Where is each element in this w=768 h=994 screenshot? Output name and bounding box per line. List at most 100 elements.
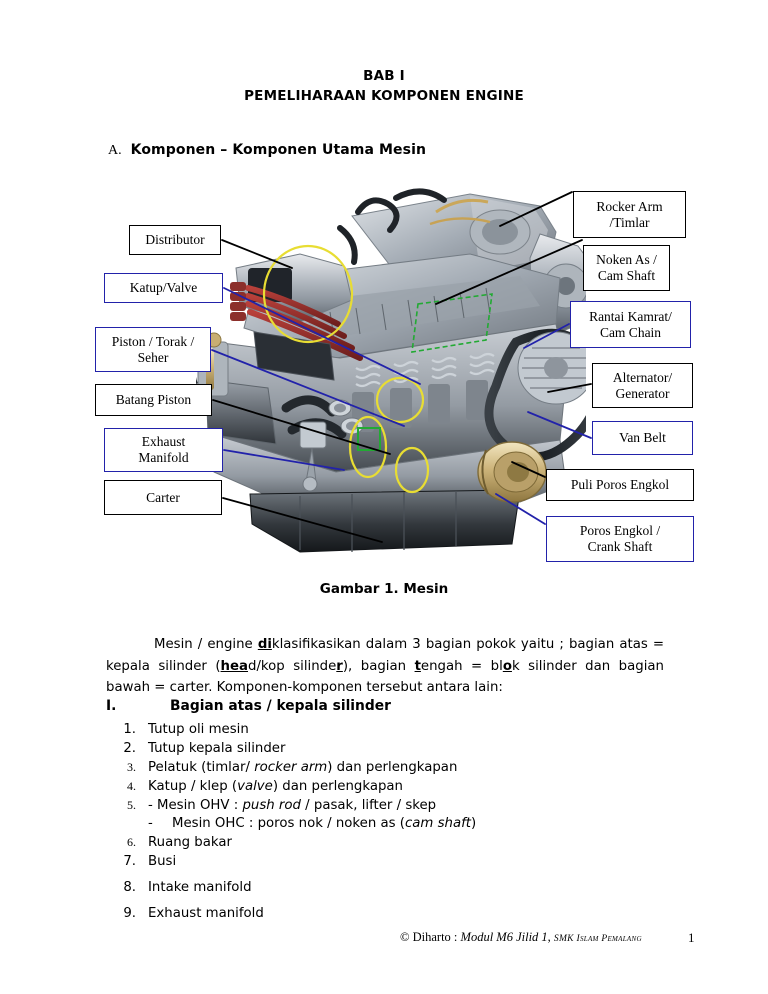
figure-engine-diagram: Distributor Katup/Valve Piston / Torak /… <box>0 172 768 572</box>
par-seg-2: klasifikasikan dalam 3 bagian pokok yait… <box>106 637 664 674</box>
list-item: 5. - Mesin OHV : push rod / pasak, lifte… <box>106 798 666 813</box>
list-item: 6. Ruang bakar <box>106 835 666 850</box>
title-line-2: PEMELIHARAAN KOMPONEN ENGINE <box>244 88 524 104</box>
list-item-label: Intake manifold <box>148 880 252 895</box>
callout-van-belt[interactable]: Van Belt <box>592 421 693 455</box>
footer-school: SMK Islam Pemalang <box>553 934 642 944</box>
list-sub-item-dash: - <box>148 816 153 831</box>
subsection-title: Bagian atas / kepala silinder <box>170 698 391 714</box>
par-seg-3: d/kop silinde <box>248 658 337 674</box>
list-item-text-pre: Pelatuk (timlar/ <box>148 760 255 775</box>
section-title: Komponen – Komponen Utama Mesin <box>130 142 427 158</box>
list-item-number: 2. <box>123 741 136 756</box>
subsection-number: I. <box>106 698 117 714</box>
callout-exhaust-manifold[interactable]: Exhaust Manifold <box>104 428 223 472</box>
leader-alternator <box>547 383 592 393</box>
callout-piston-torak-seher[interactable]: Piston / Torak / Seher <box>95 327 211 372</box>
leader-poros-engkol <box>495 493 546 525</box>
list-item-label: Busi <box>148 854 177 869</box>
list-item: 2. Tutup kepala silinder <box>106 741 666 756</box>
list-sub-item-text-post: ) <box>471 816 477 831</box>
list-sub-item-label: Mesin OHC : poros nok / noken as (cam sh… <box>172 816 476 831</box>
list-item-number: 5. <box>127 798 136 812</box>
list-item-label: Exhaust manifold <box>148 906 264 921</box>
list-sub-item-text-pre: Mesin OHC : poros nok / noken as ( <box>172 816 405 831</box>
callout-katup-valve[interactable]: Katup/Valve <box>104 273 223 303</box>
leader-batang-piston <box>212 399 391 455</box>
par-highlight-5: o <box>502 658 512 674</box>
list-item-number: 3. <box>127 760 136 774</box>
list-item-number: 8. <box>123 880 136 895</box>
footer-module-title: Modul M6 Jilid 1 <box>460 930 548 944</box>
footer-comma: , <box>547 930 554 944</box>
callout-rocker-arm[interactable]: Rocker Arm /Timlar <box>573 191 686 238</box>
callout-rantai-kamrat[interactable]: Rantai Kamrat/ Cam Chain <box>570 301 691 348</box>
list-item-text-emphasis: valve <box>237 779 273 794</box>
list-item-label: Tutup kepala silinder <box>148 741 286 756</box>
footer-copyright: © Diharto : <box>400 930 461 944</box>
list-item-text-post: ) dan perlengkapan <box>327 760 458 775</box>
list-item-number: 1. <box>123 722 136 737</box>
section-heading: A. Komponen – Komponen Utama Mesin <box>108 142 426 159</box>
callout-carter[interactable]: Carter <box>104 480 222 515</box>
leader-piston <box>211 349 405 427</box>
callout-alternator[interactable]: Alternator/ Generator <box>592 363 693 408</box>
leader-rocker-arm <box>499 191 573 227</box>
list-item-text-emphasis: rocker arm <box>254 760 328 775</box>
par-highlight-3: r <box>336 658 343 674</box>
list-item-number: 7. <box>123 854 136 869</box>
list-item-label: Katup / klep (valve) dan perlengkapan <box>136 779 403 794</box>
list-item-text-post: ) dan perlengkapan <box>272 779 403 794</box>
par-seg-1: Mesin / engine <box>154 637 258 652</box>
footer-credit: © Diharto : Modul M6 Jilid 1, SMK Islam … <box>400 930 642 945</box>
subsection-heading: I. Bagian atas / kepala silinder <box>106 698 666 714</box>
callout-noken-as[interactable]: Noken As / Cam Shaft <box>583 245 670 291</box>
list-item: 7. Busi <box>106 854 666 869</box>
leader-distributor <box>221 239 293 269</box>
leader-exhaust <box>223 449 345 471</box>
list-item-number: 9. <box>123 906 136 921</box>
figure-caption: Gambar 1. Mesin <box>319 581 449 597</box>
par-highlight-2: hea <box>220 658 249 674</box>
list-item-text-pre: Katup / klep ( <box>148 779 238 794</box>
list-item-number: 4. <box>127 779 136 793</box>
component-list: 1. Tutup oli mesin 2. Tutup kepala silin… <box>106 718 666 921</box>
list-sub-item: - Mesin OHC : poros nok / noken as (cam … <box>106 816 666 831</box>
list-item: 8. Intake manifold <box>106 880 666 895</box>
list-sub-item-text-emphasis: cam shaft <box>404 816 472 831</box>
callout-batang-piston[interactable]: Batang Piston <box>95 384 212 416</box>
page-title: BAB I PEMELIHARAAN KOMPONEN ENGINE <box>0 66 768 106</box>
list-item: 3. Pelatuk (timlar/ rocker arm) dan perl… <box>106 760 666 775</box>
leader-carter <box>222 497 383 543</box>
annotation-markers <box>262 244 493 494</box>
leader-lines <box>211 191 592 543</box>
callout-distributor[interactable]: Distributor <box>129 225 221 255</box>
body-paragraph: Mesin / engine diklasifikasikan dalam 3 … <box>106 634 664 699</box>
leader-van-belt <box>527 411 592 439</box>
list-item-label: - Mesin OHV : push rod / pasak, lifter /… <box>136 798 436 813</box>
list-item-text-post: / pasak, lifter / skep <box>300 798 437 813</box>
page-footer: © Diharto : Modul M6 Jilid 1, SMK Islam … <box>0 930 768 954</box>
list-item-number: 6. <box>127 835 136 849</box>
page-number: 1 <box>688 930 695 945</box>
leader-noken-as <box>435 239 583 305</box>
par-seg-5: engah = bl <box>420 658 503 674</box>
list-item-label: Tutup oli mesin <box>148 722 249 737</box>
leader-rantai <box>523 323 570 349</box>
par-highlight-1: di <box>257 637 272 652</box>
list-item-text-emphasis: push rod <box>242 798 301 813</box>
list-item: 1. Tutup oli mesin <box>106 722 666 737</box>
callout-puli-poros-engkol[interactable]: Puli Poros Engkol <box>546 469 694 501</box>
section-letter: A. <box>108 143 122 158</box>
par-seg-4: ), bagian <box>342 658 415 674</box>
leader-puli <box>511 461 546 478</box>
list-item-text-pre: - Mesin OHV : <box>148 798 243 813</box>
par-seg-6: k silinder dan bagian bawah = carter. Ko… <box>106 658 664 696</box>
par-highlight-4: t <box>414 658 421 674</box>
list-item: 4. Katup / klep (valve) dan perlengkapan <box>106 779 666 794</box>
list-item-label: Ruang bakar <box>148 835 232 850</box>
list-item: 9. Exhaust manifold <box>106 906 666 921</box>
callout-poros-engkol[interactable]: Poros Engkol / Crank Shaft <box>546 516 694 562</box>
title-line-1: BAB I <box>363 68 405 84</box>
